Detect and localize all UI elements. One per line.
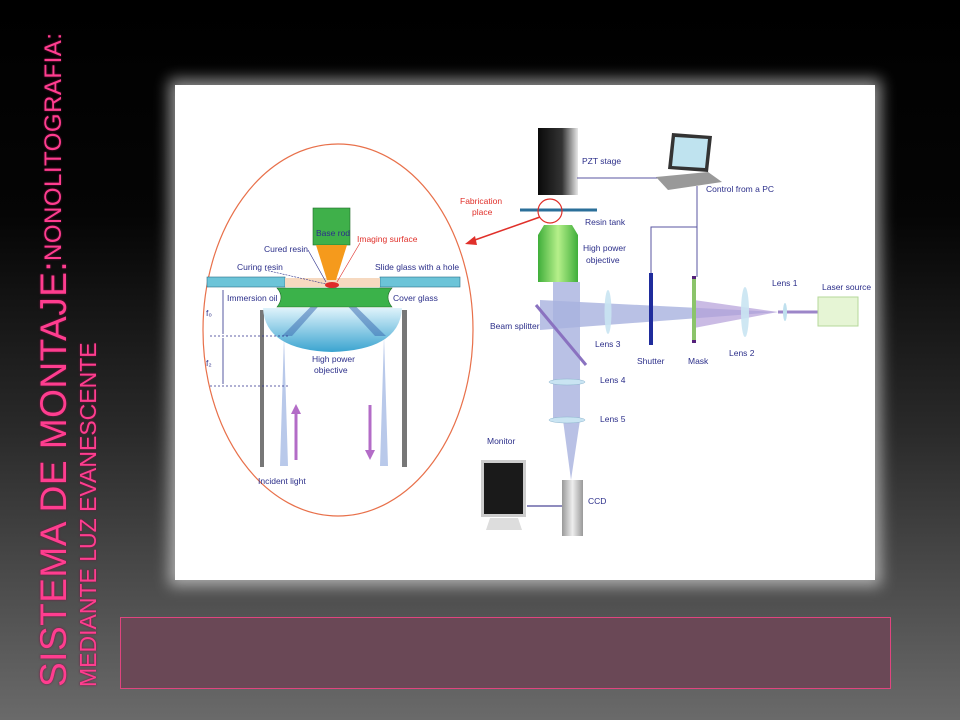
label-ccd: CCD (588, 496, 606, 506)
laptop-icon (656, 133, 722, 190)
optical-setup: PZT stage Control from a PC Fabrication … (460, 128, 871, 536)
right-post (402, 310, 407, 467)
return-light-beam (380, 336, 388, 466)
lens-1 (783, 303, 787, 321)
cured-resin-cone (316, 245, 347, 280)
lens-4 (548, 378, 586, 386)
title-line-2: Mediante luz evanescente (75, 342, 101, 687)
label-objective-1: High power (312, 354, 355, 364)
imaging-spot (325, 282, 339, 288)
laser-source (817, 296, 859, 327)
label-f0: f₀ (206, 308, 212, 318)
label-beam-splitter: Beam splitter (490, 321, 540, 331)
lens-2 (741, 287, 749, 337)
label-fabrication-2: place (472, 207, 493, 217)
slide-glass-right (379, 276, 461, 288)
label-control-pc: Control from a PC (706, 184, 774, 194)
incident-light-beam (280, 336, 288, 466)
label-cover-glass: Cover glass (393, 293, 438, 303)
base-rod (312, 207, 351, 246)
beam-splitter (534, 304, 588, 366)
shutter (649, 273, 653, 345)
label-fabrication-1: Fabrication (460, 196, 502, 206)
label-mask: Mask (688, 356, 709, 366)
diagram-image: Base rod Imaging surface Cured resin Cur… (175, 85, 875, 580)
label-fb: f₂ (206, 358, 212, 368)
fabrication-circle (537, 198, 563, 224)
fabrication-arrow (471, 216, 541, 242)
label-shutter: Shutter (637, 356, 665, 366)
label-pzt-stage: PZT stage (582, 156, 621, 166)
inset-detail: Base rod Imaging surface Cured resin Cur… (202, 143, 474, 517)
label-monitor: Monitor (487, 436, 516, 446)
lens-3 (604, 290, 612, 334)
monitor-icon (481, 460, 526, 530)
label-base-rod: Base rod (316, 228, 350, 238)
label-lens-5: Lens 5 (600, 414, 626, 424)
slide-title: Sistema de montaje:Nonolitografia: Media… (33, 22, 114, 687)
inset-circle (202, 143, 474, 517)
label-objective-2: objective (586, 255, 620, 265)
ccd-camera (562, 480, 583, 536)
left-post (260, 310, 264, 467)
label-incident-light: Incident light (258, 476, 306, 486)
label-objective-2: objective (314, 365, 348, 375)
label-immersion-oil: Immersion oil (227, 293, 278, 303)
label-curing-resin: Curing resin (237, 262, 283, 272)
label-cured-resin: Cured resin (264, 244, 308, 254)
content-placeholder-box[interactable] (120, 617, 891, 689)
high-power-objective (538, 225, 578, 282)
label-resin-tank: Resin tank (585, 217, 626, 227)
nanolithography-setup-diagram: Base rod Imaging surface Cured resin Cur… (202, 128, 871, 536)
title-line-1: Sistema de montaje:Nonolitografia: (33, 22, 74, 687)
label-laser-source: Laser source (822, 282, 871, 292)
label-imaging-surface: Imaging surface (357, 234, 418, 244)
evanescent-beams (282, 284, 386, 336)
slide-glass-left (206, 276, 286, 288)
pzt-stage (538, 128, 578, 195)
cover-glass (276, 287, 393, 308)
label-lens-4: Lens 4 (600, 375, 626, 385)
lens-5 (548, 416, 586, 424)
title-sub: Nonolitografia: (40, 32, 67, 261)
label-slide-glass: Slide glass with a hole (375, 262, 459, 272)
label-objective-1: High power (583, 243, 626, 253)
label-lens-1: Lens 1 (772, 278, 798, 288)
mask (692, 278, 696, 342)
label-lens-2: Lens 2 (729, 348, 755, 358)
laser-beam (540, 300, 778, 330)
title-main: Sistema de montaje: (33, 260, 74, 687)
label-lens-3: Lens 3 (595, 339, 621, 349)
